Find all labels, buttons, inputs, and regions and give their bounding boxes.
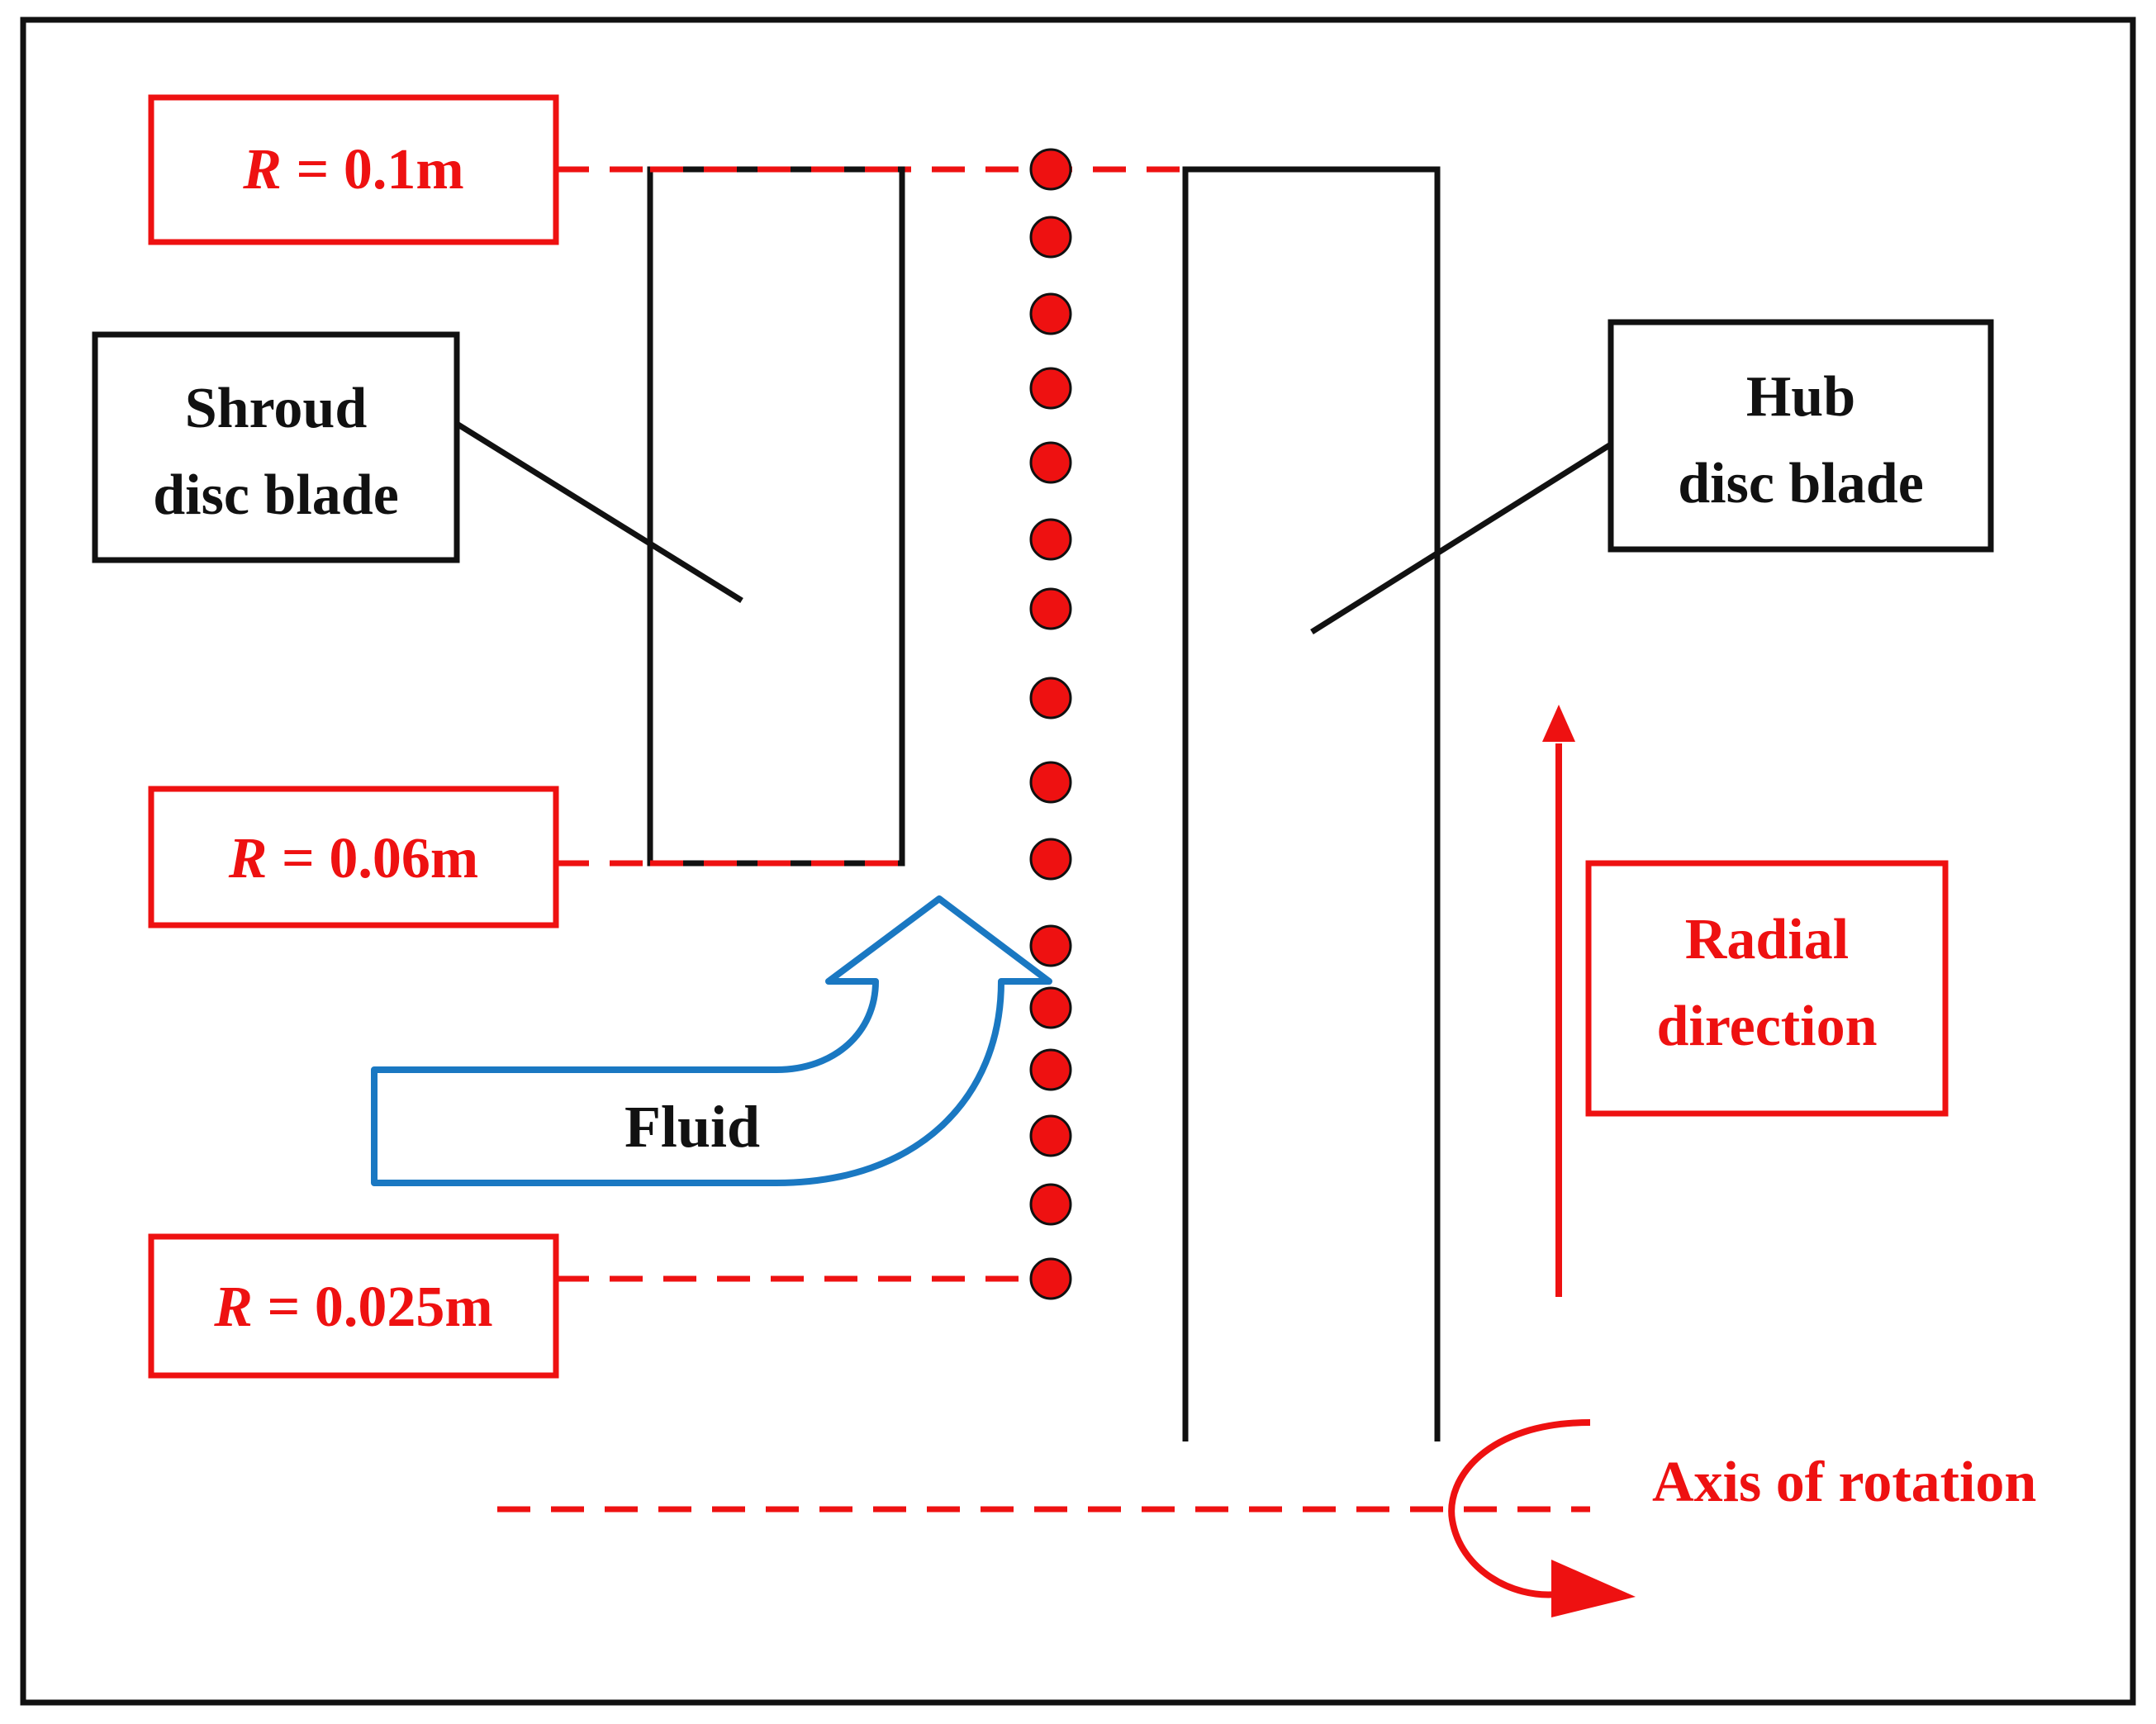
measurement-point [1029, 587, 1072, 630]
label-r-top-value: = 0.1m [282, 138, 464, 202]
fluid-label: Fluid [624, 1094, 760, 1160]
label-r-top-var: R [242, 138, 282, 202]
measurement-point [1029, 441, 1072, 484]
label-r-mid-var: R [228, 827, 268, 890]
rotation-arrow-head [1551, 1560, 1636, 1617]
hub-leader-line [1310, 442, 1612, 634]
label-r-top-box [148, 94, 559, 245]
radial-label: Radial direction [1585, 860, 1949, 1117]
hub-disc-blade [1182, 166, 1441, 1441]
rotation-arrow [1448, 1419, 1591, 1598]
radial-label-box [1585, 860, 1949, 1117]
shroud-label-box [92, 331, 460, 563]
measurement-point [1029, 148, 1072, 191]
measurement-point [1029, 518, 1072, 561]
measurement-points [1029, 148, 1072, 1300]
measurement-point [1029, 924, 1072, 967]
measurement-point [1029, 986, 1072, 1029]
measurement-point [1029, 367, 1072, 410]
fluid-arrow [371, 895, 1052, 1186]
svg-text:R = 0.1m: R = 0.1m [242, 138, 463, 202]
label-r-top: R = 0.1m [148, 94, 559, 245]
measurement-point [1029, 1114, 1072, 1157]
measurement-point [1029, 292, 1072, 335]
measurement-point [1029, 1257, 1072, 1300]
hub-label-line1: Hub [1746, 365, 1855, 429]
measurement-point [1029, 1048, 1072, 1091]
label-r-bot: R = 0.025m [148, 1233, 559, 1379]
shroud-leader-line [455, 421, 743, 603]
axis-label: Axis of rotation [1652, 1451, 2036, 1514]
measurement-point [1029, 838, 1072, 881]
label-r-bot-box [148, 1233, 559, 1379]
radial-label-line1: Radial [1685, 908, 1849, 971]
label-r-mid-value: = 0.06m [268, 827, 479, 890]
shroud-label: Shroud disc blade [92, 331, 460, 563]
label-r-mid: R = 0.06m [148, 786, 559, 928]
measurement-point [1029, 677, 1072, 720]
hub-label-box [1608, 319, 1994, 553]
measurement-point [1029, 761, 1072, 804]
label-r-bot-var: R [213, 1275, 253, 1339]
shroud-label-line1: Shroud [185, 377, 368, 440]
radial-label-line2: direction [1656, 995, 1877, 1058]
radial-arrow-head [1542, 705, 1575, 742]
label-r-mid-box [148, 786, 559, 928]
measurement-point [1029, 216, 1072, 259]
svg-text:R = 0.06m: R = 0.06m [228, 827, 478, 890]
shroud-label-line2: disc blade [153, 463, 399, 527]
hub-label-line2: disc blade [1678, 452, 1924, 515]
svg-text:R = 0.025m: R = 0.025m [213, 1275, 492, 1339]
measurement-point [1029, 1183, 1072, 1226]
label-r-bot-value: = 0.025m [253, 1275, 493, 1339]
hub-label: Hub disc blade [1608, 319, 1994, 553]
